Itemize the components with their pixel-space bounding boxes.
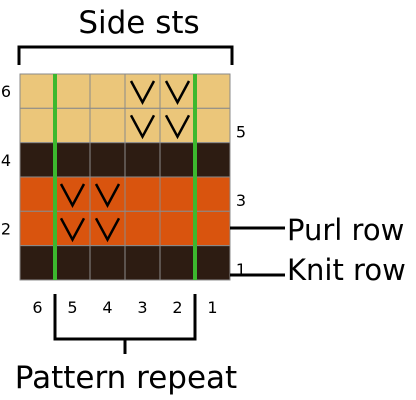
stitch-cell [194, 210, 231, 247]
stitch-cell [159, 142, 196, 178]
stitch-cell [54, 73, 91, 109]
row-number: 6 [1, 82, 11, 101]
row-number: 2 [1, 219, 11, 238]
column-number: 3 [137, 298, 147, 317]
purl-row-label: Purl row [287, 213, 404, 247]
row-number: 1 [236, 260, 246, 279]
column-number: 6 [32, 298, 42, 317]
stitch-cell [19, 176, 56, 212]
stitch-cell [194, 73, 231, 109]
pattern-repeat-title: Pattern repeat [15, 360, 237, 396]
stitch-cell [124, 176, 161, 212]
row-number: 4 [1, 151, 11, 170]
stitch-cell [54, 107, 91, 144]
stitch-cell [19, 107, 56, 144]
knit-v-symbol [94, 217, 121, 243]
column-number: 2 [172, 298, 182, 317]
knit-v-symbol [94, 183, 121, 208]
stitch-cell [124, 245, 161, 281]
stitch-cell [19, 245, 56, 281]
column-numbers: 6 5 4 3 2 1 [32, 298, 217, 317]
column-number: 4 [102, 298, 112, 317]
row-number: 5 [236, 122, 246, 141]
stitch-cell [159, 245, 196, 281]
stitch-cell [194, 142, 231, 178]
stitch-cell [159, 210, 196, 247]
stitch-cell [54, 142, 91, 178]
stitch-cell [19, 210, 56, 247]
stitch-cell [89, 142, 126, 178]
stitch-cell [194, 107, 231, 144]
stitch-cell [194, 245, 231, 281]
stitch-cell [54, 245, 91, 281]
column-number: 5 [67, 298, 77, 317]
stitch-grid [19, 73, 231, 281]
knit-v-symbol [129, 114, 156, 140]
column-number: 1 [207, 298, 217, 317]
stitch-cell [124, 210, 161, 247]
knit-row-label: Knit row [287, 253, 406, 287]
knit-v-symbol [164, 114, 191, 140]
side-sts-bracket [17, 45, 234, 65]
stitch-cell [19, 142, 56, 178]
stitch-cell [124, 142, 161, 178]
knit-v-symbol [59, 183, 86, 208]
stitch-cell [89, 107, 126, 144]
knit-v-symbol [164, 80, 191, 105]
knit-v-symbol [129, 80, 156, 105]
row-numbers: 6 5 4 3 2 1 [1, 82, 246, 279]
stitch-cell [89, 73, 126, 109]
stitch-cell [194, 176, 231, 212]
stitch-cell [89, 245, 126, 281]
pattern-repeat-bracket [53, 294, 197, 354]
stitch-cell [19, 73, 56, 109]
row-number: 3 [236, 191, 246, 210]
knit-v-symbol [59, 217, 86, 243]
stitch-cell [159, 176, 196, 212]
side-sts-title: Side sts [78, 5, 199, 41]
